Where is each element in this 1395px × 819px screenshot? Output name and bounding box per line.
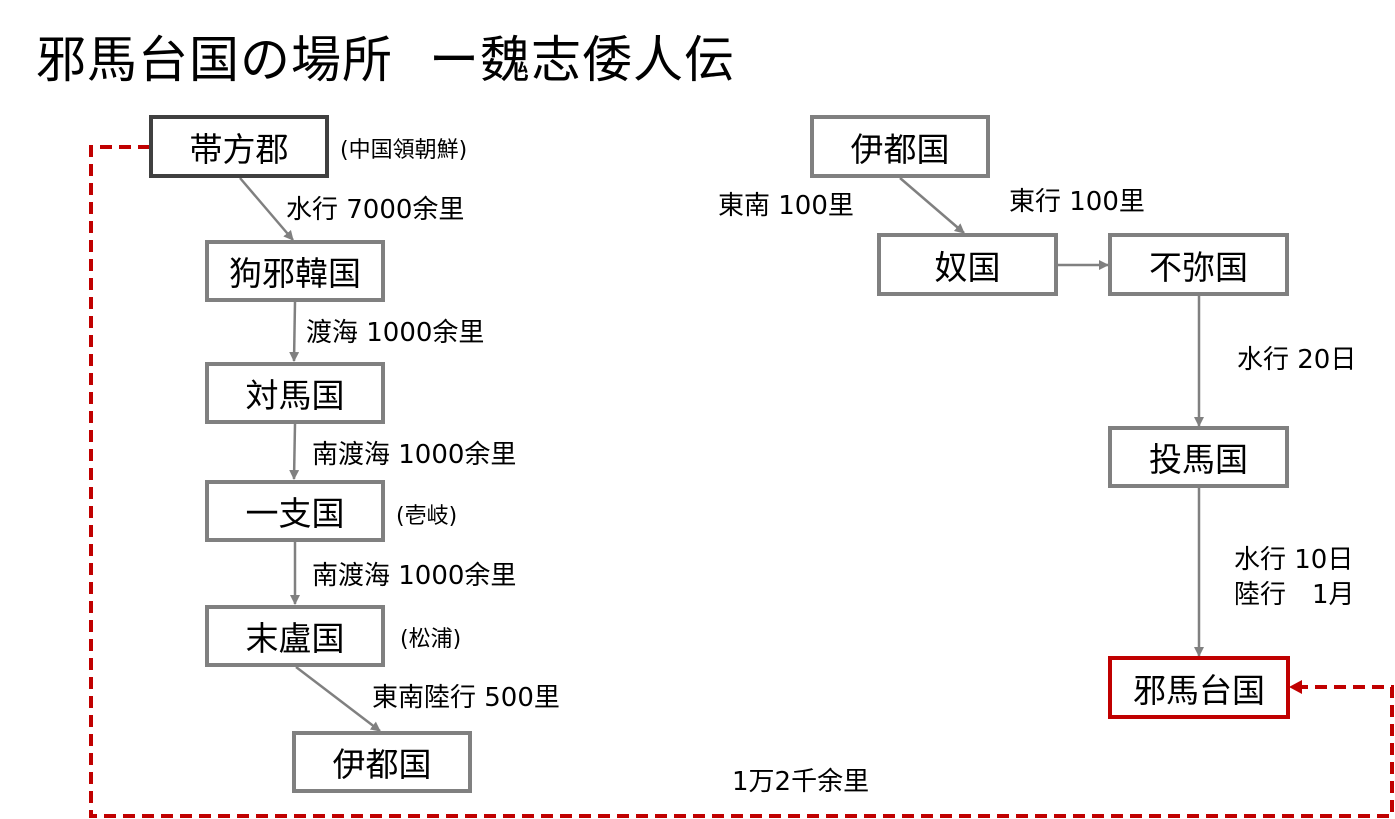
node-na: 奴国 bbox=[877, 233, 1058, 296]
arrow-gouxie-tsushima bbox=[289, 301, 300, 362]
node-ito-left: 伊都国 bbox=[292, 731, 472, 793]
node-yamatai: 邪馬台国 bbox=[1108, 656, 1290, 719]
node-fumi: 不弥国 bbox=[1108, 233, 1289, 296]
node-ito-right: 伊都国 bbox=[810, 115, 990, 178]
edge-label-7: 東行 100里 bbox=[1009, 187, 1145, 217]
edge-label-6: 東南 100里 bbox=[718, 191, 854, 221]
edge-label-2: 渡海 1000余里 bbox=[306, 318, 485, 348]
edge-label-3: 南渡海 1000余里 bbox=[312, 440, 517, 470]
node-tsuma: 投馬国 bbox=[1108, 426, 1289, 488]
node-gouxie: 狗邪韓国 bbox=[205, 240, 385, 302]
node-matsuro: 末盧国 bbox=[205, 605, 385, 667]
arrow-taifang-gouxie bbox=[239, 177, 294, 241]
page-title: 邪馬台国の場所ー魏志倭人伝 bbox=[36, 20, 735, 92]
edge-label-5: 東南陸行 500里 bbox=[372, 683, 560, 713]
total-distance-route bbox=[89, 145, 1394, 818]
node-taifang: 帯方郡 bbox=[149, 115, 329, 178]
arrow-ito-na bbox=[899, 177, 965, 234]
node-iki: 一支国 bbox=[205, 480, 385, 542]
arrow-matsuro-ito bbox=[295, 666, 381, 732]
edge-label-9a: 水行 10日 bbox=[1234, 545, 1354, 575]
edge-label-8: 水行 20日 bbox=[1237, 345, 1357, 375]
note-iki: (壱岐) bbox=[396, 504, 458, 529]
note-matsuro: (松浦) bbox=[400, 627, 462, 652]
edge-label-4: 南渡海 1000余里 bbox=[312, 561, 517, 591]
total-distance-label: 1万2千余里 bbox=[732, 767, 870, 797]
node-tsushima: 対馬国 bbox=[205, 362, 385, 424]
title-sub: ー魏志倭人伝 bbox=[429, 31, 735, 89]
edge-label-1: 水行 7000余里 bbox=[286, 195, 465, 225]
edge-label-9b: 陸行 1月 bbox=[1234, 580, 1355, 610]
arrow-tsushima-iki bbox=[289, 423, 300, 480]
note-taifang: (中国領朝鮮) bbox=[340, 138, 468, 163]
title-main: 邪馬台国の場所 bbox=[36, 31, 393, 89]
